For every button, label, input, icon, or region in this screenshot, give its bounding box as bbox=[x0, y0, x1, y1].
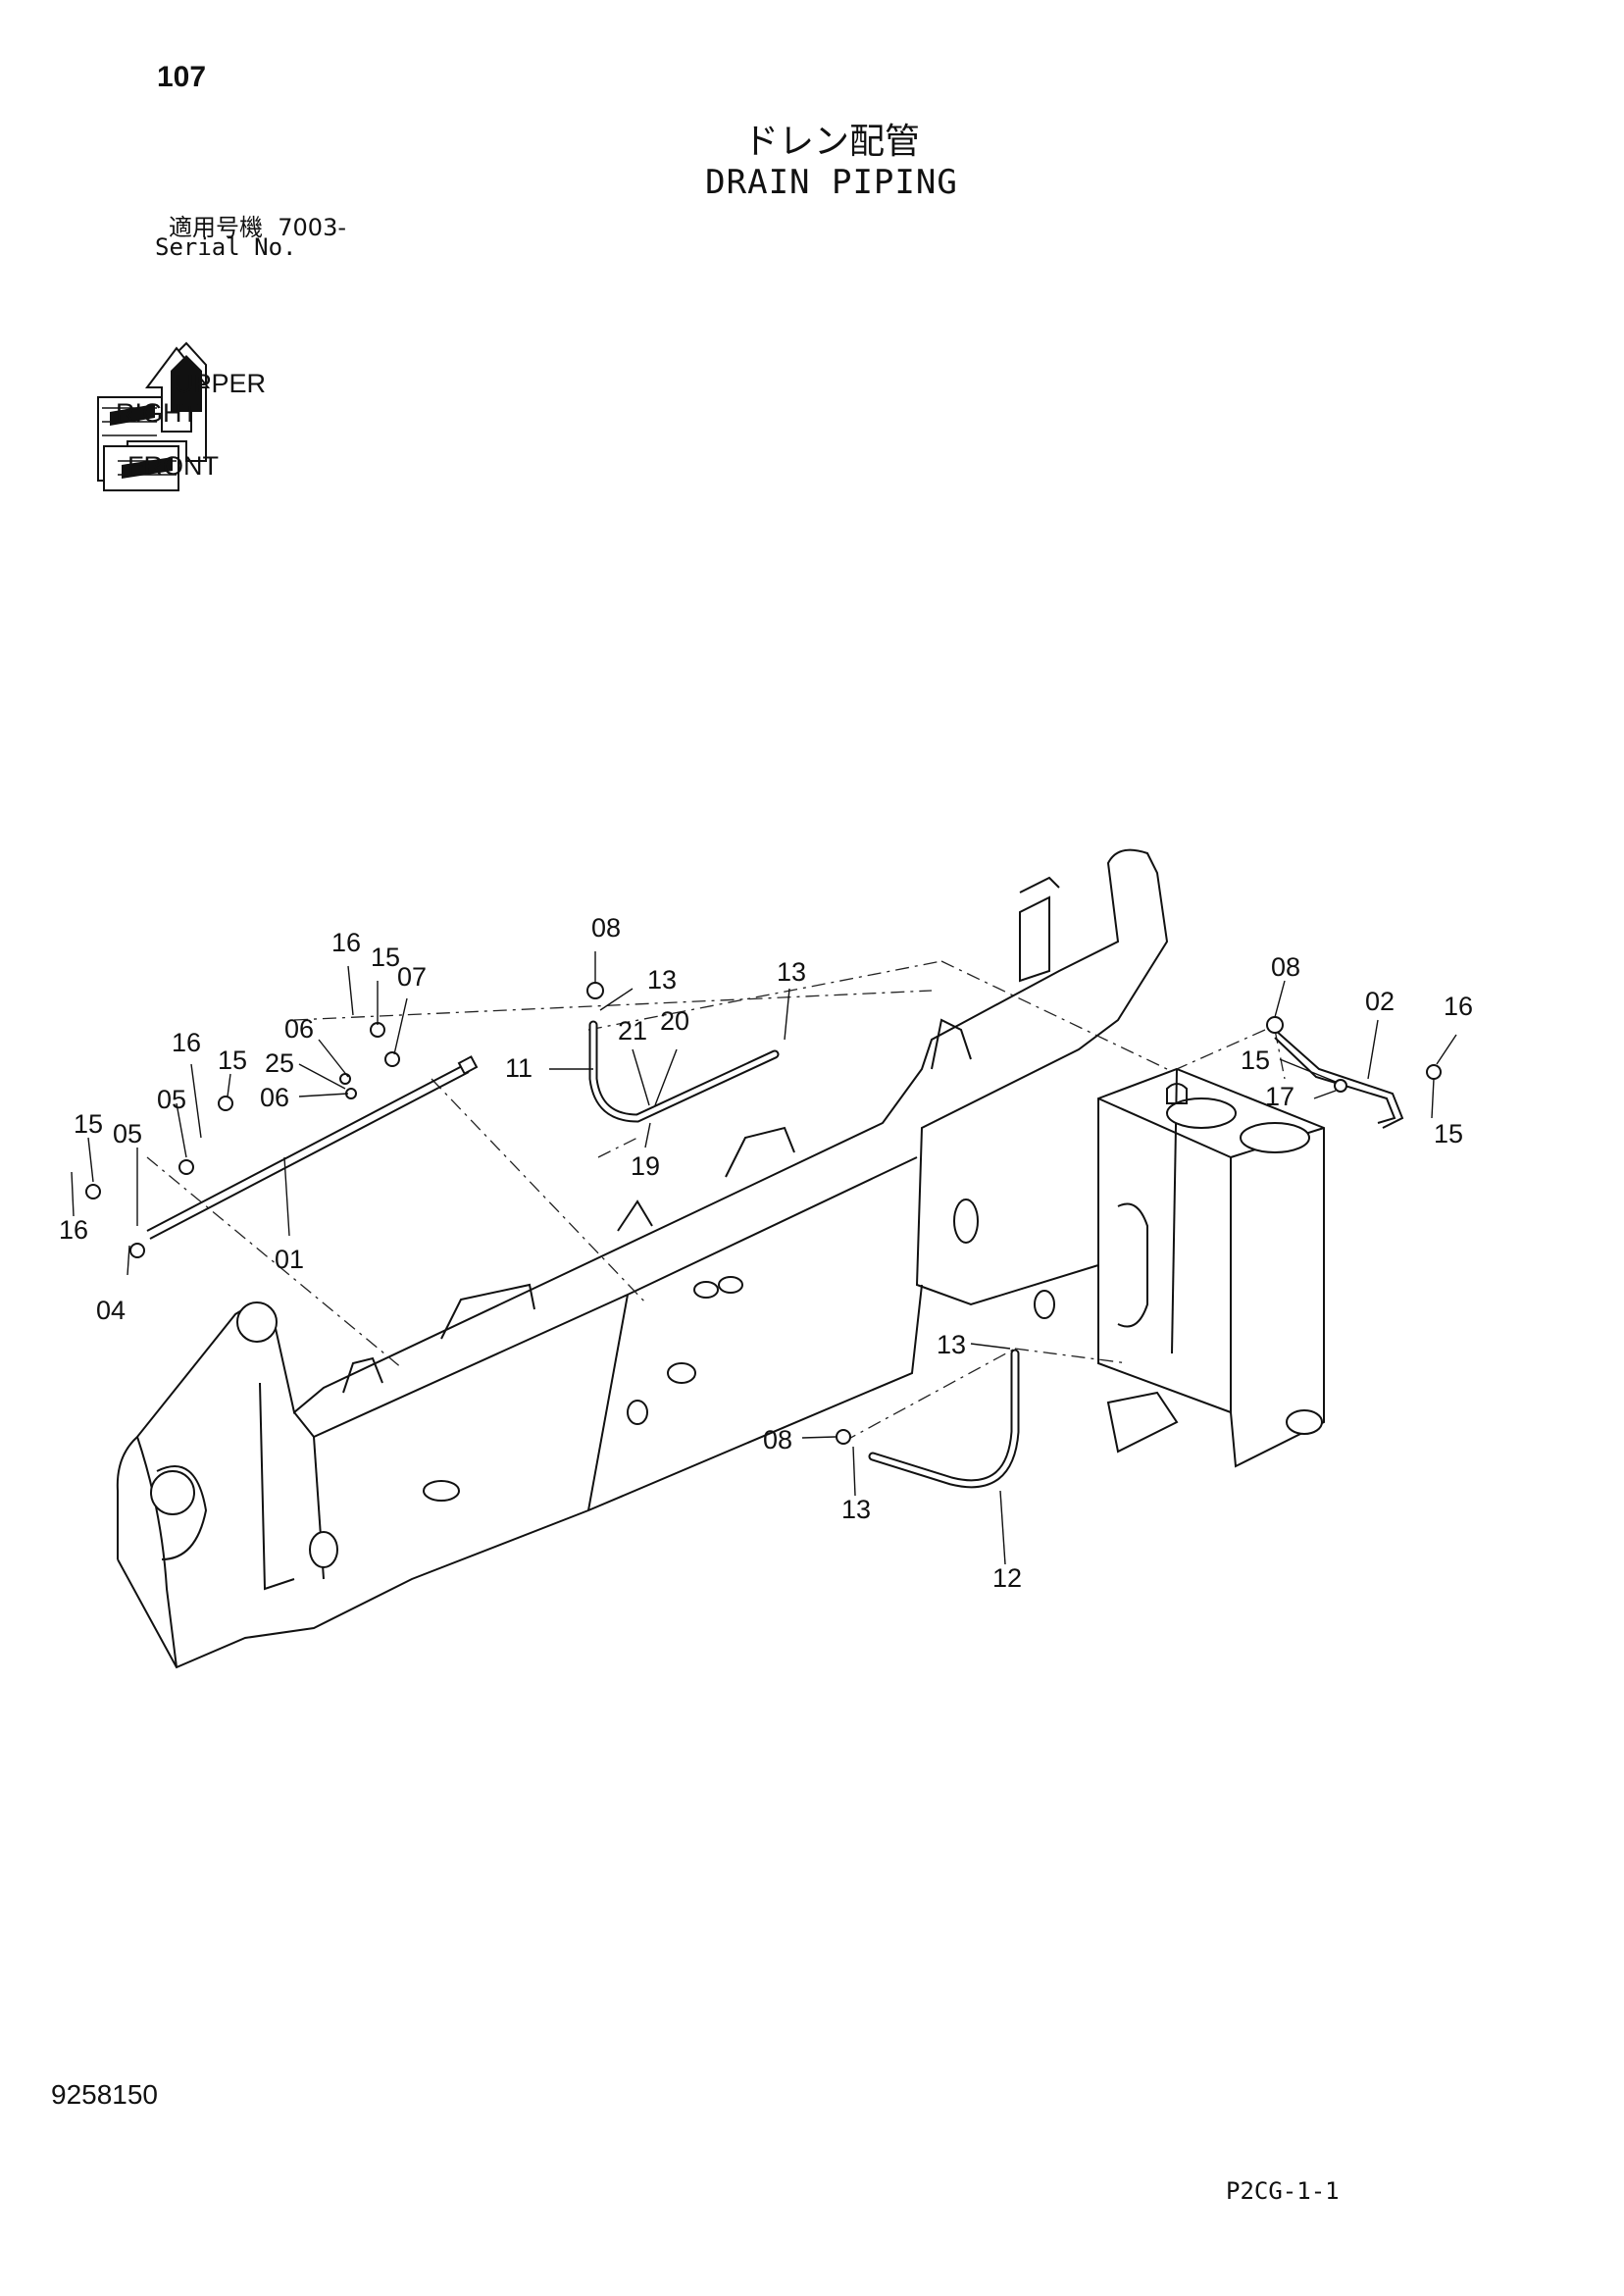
icon-word-upper: UPPER bbox=[175, 369, 266, 398]
callout-08: 08 bbox=[1271, 952, 1300, 982]
callout-15: 15 bbox=[371, 943, 400, 972]
document-number: 9258150 bbox=[51, 2079, 159, 2110]
callout-16: 16 bbox=[172, 1028, 201, 1057]
serial-label-japanese: 適用号機 7003- bbox=[169, 208, 346, 242]
callout-15: 15 bbox=[1434, 1119, 1463, 1148]
callout-13: 13 bbox=[841, 1495, 871, 1524]
callout-16: 16 bbox=[331, 928, 361, 957]
callout-15: 15 bbox=[218, 1046, 247, 1075]
fittings bbox=[85, 982, 1442, 1445]
serial-label-jp-text: 適用号機 bbox=[169, 214, 263, 241]
callout-19: 19 bbox=[631, 1151, 660, 1181]
title-japanese: ドレン配管 bbox=[742, 122, 920, 162]
leader-lines bbox=[71, 951, 1457, 1565]
callout-16: 16 bbox=[1444, 992, 1473, 1021]
callout-02: 02 bbox=[1365, 987, 1395, 1016]
callout-25: 25 bbox=[265, 1048, 294, 1078]
callout-06: 06 bbox=[284, 1014, 314, 1044]
callout-15: 15 bbox=[74, 1109, 103, 1139]
callout-04: 04 bbox=[96, 1296, 126, 1325]
callout-labels: 16 15 07 06 25 06 16 15 05 15 05 16 04 0… bbox=[59, 913, 1473, 1593]
callout-16: 16 bbox=[59, 1215, 88, 1245]
callout-11: 11 bbox=[505, 1053, 533, 1083]
callout-05: 05 bbox=[157, 1085, 186, 1114]
icon-word-front: FRONT bbox=[127, 451, 219, 481]
callout-13: 13 bbox=[777, 957, 806, 987]
callout-21: 21 bbox=[618, 1016, 647, 1046]
callout-08: 08 bbox=[763, 1425, 792, 1454]
drain-pipe-02 bbox=[1274, 1029, 1404, 1129]
callout-08: 08 bbox=[591, 913, 621, 943]
icon-word-right: RIGHT bbox=[116, 398, 198, 428]
drain-hose-12 bbox=[868, 1349, 1020, 1489]
callout-15: 15 bbox=[1241, 1046, 1270, 1075]
drain-pipe-01 bbox=[146, 1055, 479, 1240]
callout-12: 12 bbox=[992, 1563, 1022, 1593]
page-number: 107 bbox=[157, 61, 207, 93]
callout-20: 20 bbox=[660, 1006, 689, 1036]
page-code: P2CG-1-1 bbox=[1226, 2177, 1340, 2205]
drain-hose-11 bbox=[588, 1020, 780, 1123]
main-frame bbox=[116, 848, 1325, 1669]
serial-label-english: Serial No. bbox=[155, 233, 297, 261]
orientation-arrows-icon: RIGHT FRONT UPPER bbox=[97, 341, 266, 491]
title-english: DRAIN PIPING bbox=[705, 163, 958, 202]
callout-07: 07 bbox=[397, 962, 427, 992]
callout-17: 17 bbox=[1265, 1082, 1294, 1111]
callout-05: 05 bbox=[113, 1119, 142, 1148]
callout-13: 13 bbox=[647, 965, 677, 995]
callout-06: 06 bbox=[260, 1083, 289, 1112]
callout-13: 13 bbox=[937, 1330, 966, 1359]
callout-01: 01 bbox=[275, 1245, 304, 1274]
serial-value: 7003- bbox=[278, 214, 347, 241]
